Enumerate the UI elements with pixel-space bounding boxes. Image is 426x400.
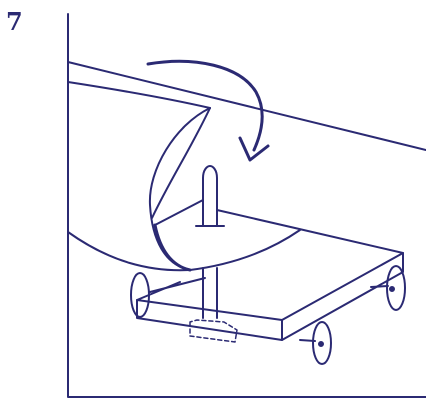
cart-platform [136, 199, 404, 341]
paper-sail [67, 61, 426, 272]
cart-wheels [130, 265, 406, 365]
step-number: 7 [6, 7, 23, 36]
panel-frame [67, 13, 426, 398]
wheel-back-left [130, 272, 150, 318]
wheel-back-right [386, 265, 406, 311]
wheel-front [312, 321, 332, 365]
dowel-socket [189, 267, 238, 343]
curved-fold-arrow-icon [146, 59, 270, 162]
dowel-mast [195, 165, 225, 227]
